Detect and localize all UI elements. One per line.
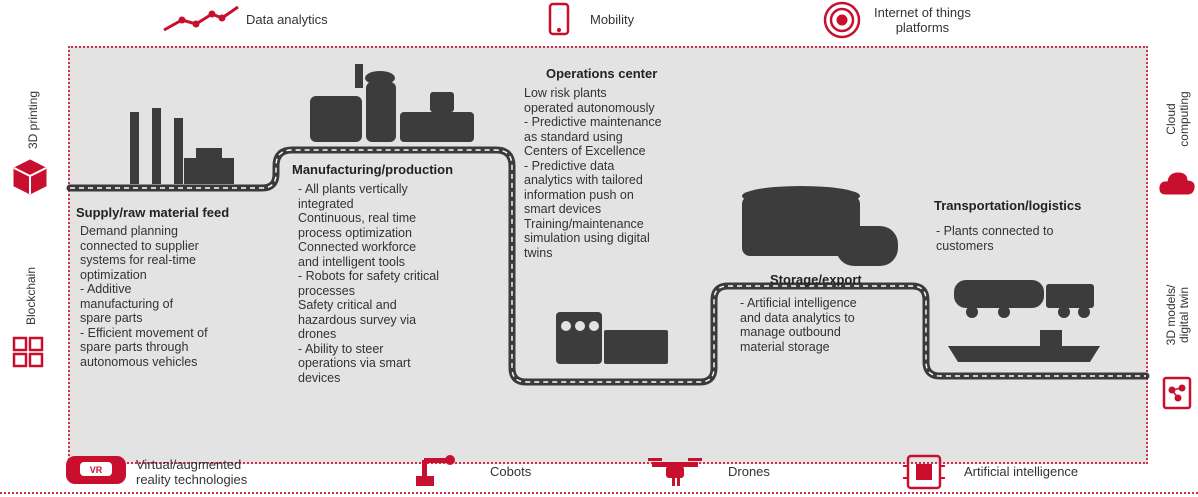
tech-mobility: Mobility <box>548 2 634 36</box>
tech-drones: Drones <box>728 464 770 479</box>
list-item: Safety critical and hazardous survey via… <box>298 298 417 341</box>
drone-icon <box>648 458 702 486</box>
list-item: - Predictive maintenance as standard usi… <box>524 115 662 158</box>
truck-ship-illustration <box>948 280 1100 362</box>
stage-title-manufacturing: Manufacturing/production <box>292 162 454 177</box>
iot-signal-icon <box>823 1 861 39</box>
stage-title-transport: Transportation/logistics <box>934 198 1082 213</box>
vr-headset-icon: VR <box>66 456 126 484</box>
tech-label: Mobility <box>590 11 635 27</box>
tech-label: Cobots <box>490 464 532 479</box>
refinery-illustration <box>310 64 474 142</box>
stage-list-transport: - Plants connected to customers <box>936 224 1136 253</box>
bottom-divider <box>0 492 1198 494</box>
storage-tanks-illustration <box>742 186 898 266</box>
list-item: - All plants vertically integrated <box>298 182 408 211</box>
stage-list-supply: Demand planning connected to supplier sy… <box>80 224 270 369</box>
tech-label: Data analytics <box>246 11 328 27</box>
operations-center-illustration <box>556 312 668 364</box>
tech-iot: Internet of things platforms <box>822 0 971 40</box>
tablet-icon <box>548 2 570 36</box>
list-item: - Robots for safety critical processes <box>298 269 440 298</box>
factory-illustration <box>130 108 234 184</box>
stage-title-storage: Storage/export <box>770 272 862 287</box>
cube-icon <box>13 159 47 195</box>
tech-label: Virtual/augmented reality technologies <box>136 457 248 487</box>
list-item: Continuous, real time process optimizati… <box>298 211 417 240</box>
list-item: Training/maintenance simulation using di… <box>524 216 650 260</box>
tech-ai: Artificial intelligence <box>964 464 1078 479</box>
list-item: - Efficient movement of spare parts thro… <box>80 325 208 369</box>
list-item: - Predictive data analytics with tailore… <box>524 158 643 217</box>
list-item: - Ability to steer operations via smart … <box>298 341 411 385</box>
tech-label: Drones <box>728 464 770 479</box>
list-item: Demand planning connected to supplier sy… <box>80 224 199 282</box>
stage-title-supply: Supply/raw material feed <box>76 205 230 220</box>
cobot-arm-icon <box>416 455 455 486</box>
tech-label: Artificial intelligence <box>964 464 1079 479</box>
list-item: Connected workforce and intelligent tool… <box>298 240 417 269</box>
stage-list-manufacturing: - All plants vertically integrated Conti… <box>298 182 508 385</box>
blockchain-icon <box>12 336 44 368</box>
svg-text:VR: VR <box>90 465 103 475</box>
list-item: - Additive manufacturing of spare parts <box>80 282 174 325</box>
tech-data-analytics: Data analytics <box>160 4 328 34</box>
brain-chip-icon <box>903 454 945 490</box>
digital-twin-icon <box>1162 376 1192 410</box>
stage-list-storage: - Artificial intelligence and data analy… <box>740 296 920 354</box>
tech-label: Internet of things platforms <box>874 5 971 35</box>
tech-cobots: Cobots <box>490 464 531 479</box>
stage-title-operations: Operations center <box>546 66 658 81</box>
tech-vr: Virtual/augmented reality technologies <box>136 457 247 487</box>
stage-list-operations: Low risk plants operated autonomously - … <box>524 86 724 260</box>
value-chain-panel <box>68 46 1148 464</box>
list-item: Low risk plants operated autonomously <box>524 86 655 115</box>
list-item: - Artificial intelligence and data analy… <box>740 296 857 354</box>
list-item: - Plants connected to customers <box>936 224 1054 253</box>
cloud-icon <box>1159 172 1195 195</box>
line-chart-icon <box>163 5 239 32</box>
